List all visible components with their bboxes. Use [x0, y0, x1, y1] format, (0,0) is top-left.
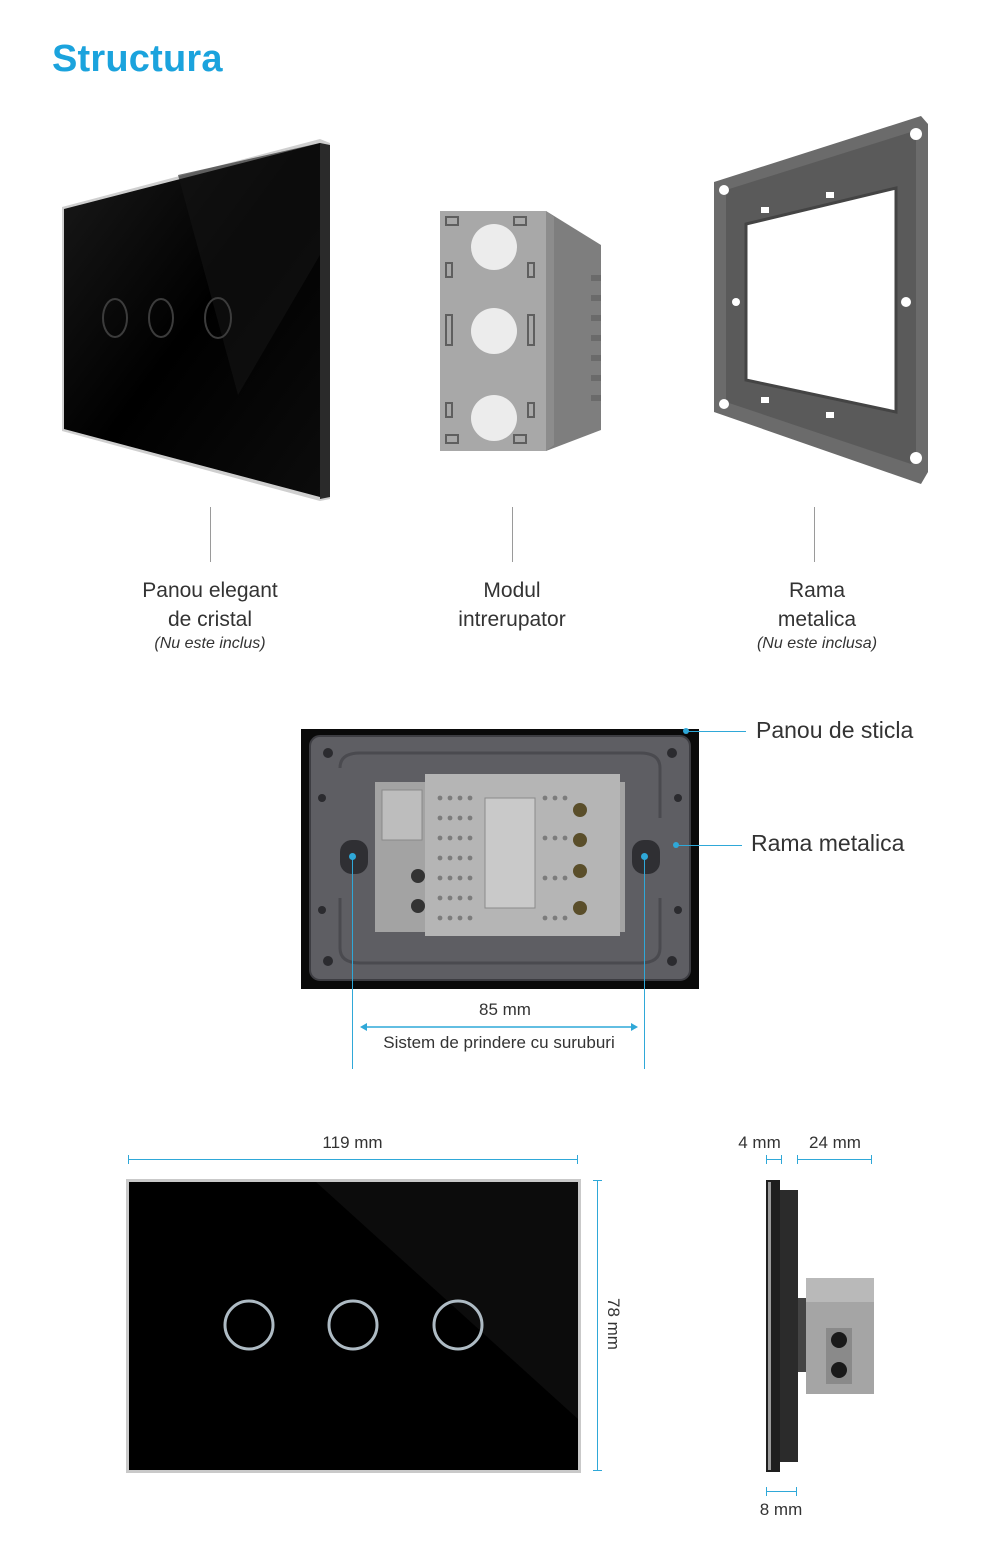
dimension-guide [644, 856, 645, 1069]
dimension-arrow [360, 1023, 638, 1031]
dimension-guide [352, 856, 353, 1069]
dimension-tick [128, 1155, 129, 1164]
mount-distance-label: 85 mm [479, 1000, 531, 1019]
height-label: 78 mm [604, 1298, 623, 1350]
component-note: (Nu este inclus) [154, 635, 266, 652]
component-caption: Panou elegant de cristal (Nu este inclus… [95, 576, 325, 654]
component-name-line1: Modul [483, 579, 541, 602]
callout-dot [673, 842, 679, 848]
callout-line [686, 731, 746, 732]
callout-glass-panel: Panou de sticla [756, 717, 914, 743]
module-depth-label: 24 mm [809, 1133, 861, 1152]
callout-dot [683, 728, 689, 734]
glass-thickness-label: 4 mm [738, 1133, 781, 1152]
height-dimension-line [597, 1180, 598, 1471]
dimension-dot [349, 853, 356, 860]
dimension-tick [797, 1155, 798, 1164]
component-caption: Modul intrerupator [397, 576, 627, 634]
dimension-dot [641, 853, 648, 860]
metal-frame-image [714, 116, 928, 484]
frame-offset-label: 8 mm [759, 1500, 803, 1519]
module-depth-line [797, 1159, 872, 1160]
page-title: Structura [52, 38, 223, 80]
glass-panel-image [62, 139, 330, 501]
component-name-line1: Panou elegant [142, 579, 278, 602]
mount-caption: Sistem de prindere cu suruburi [383, 1033, 615, 1052]
connector-line [512, 507, 513, 562]
connector-line [814, 507, 815, 562]
component-name-line2: intrerupator [458, 608, 566, 631]
connector-line [210, 507, 211, 562]
frame-offset-line [766, 1491, 797, 1492]
component-note: (Nu este inclusa) [756, 635, 878, 652]
component-caption: Rama metalica (Nu este inclusa) [702, 576, 932, 654]
dimension-tick [871, 1155, 872, 1164]
dimension-tick [796, 1487, 797, 1496]
side-view-image [766, 1180, 874, 1472]
component-name-line2: metalica [777, 608, 857, 631]
callout-line [676, 845, 742, 846]
width-dimension-line [128, 1159, 578, 1160]
back-view-image [301, 729, 699, 989]
glass-thickness-line [766, 1159, 782, 1160]
width-label: 119 mm [322, 1133, 383, 1152]
dimension-tick [593, 1180, 602, 1181]
switch-module-image [440, 211, 601, 451]
dimension-tick [766, 1155, 767, 1164]
callout-metal-frame: Rama metalica [751, 830, 905, 856]
dimension-tick [577, 1155, 578, 1164]
front-panel-image [126, 1179, 581, 1473]
dimension-tick [593, 1470, 602, 1471]
dimension-tick [766, 1487, 767, 1496]
dimension-tick [781, 1155, 782, 1164]
component-name-line1: Rama [788, 579, 846, 602]
component-name-line2: de cristal [167, 608, 253, 631]
